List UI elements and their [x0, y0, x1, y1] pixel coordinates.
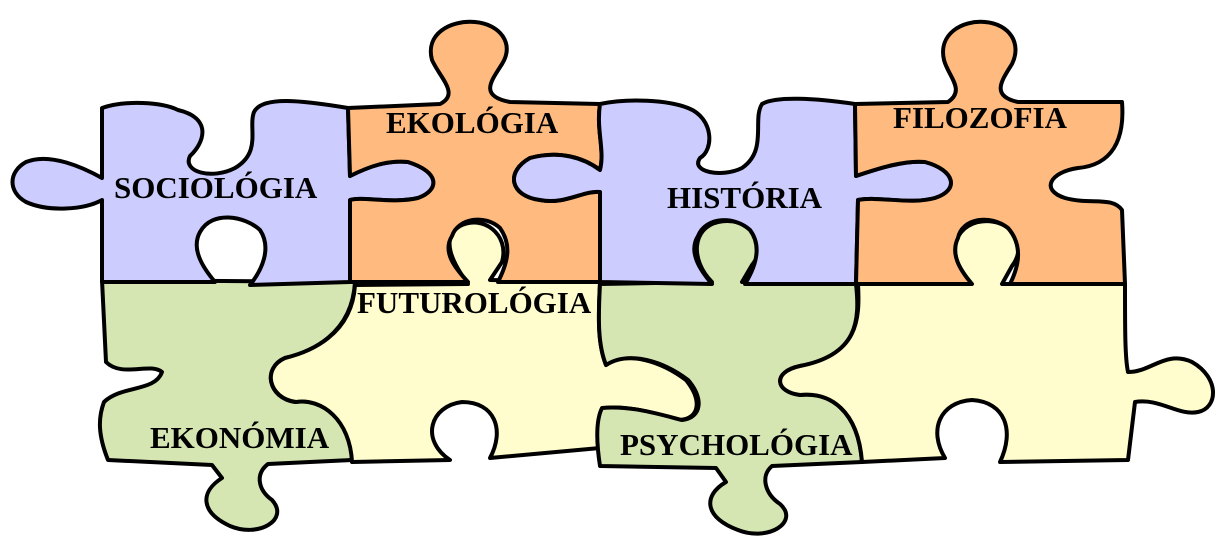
- label-historia: HISTÓRIA: [667, 180, 823, 215]
- label-filozofia: FILOZOFIA: [893, 100, 1068, 135]
- label-futurologia: FUTUROLÓGIA: [357, 285, 592, 320]
- label-sociologia: SOCIOLÓGIA: [114, 170, 318, 205]
- label-ekonomia: EKONÓMIA: [150, 420, 330, 455]
- label-psychologia: PSYCHOLÓGIA: [620, 427, 853, 462]
- label-ekologia: EKOLÓGIA: [386, 105, 559, 140]
